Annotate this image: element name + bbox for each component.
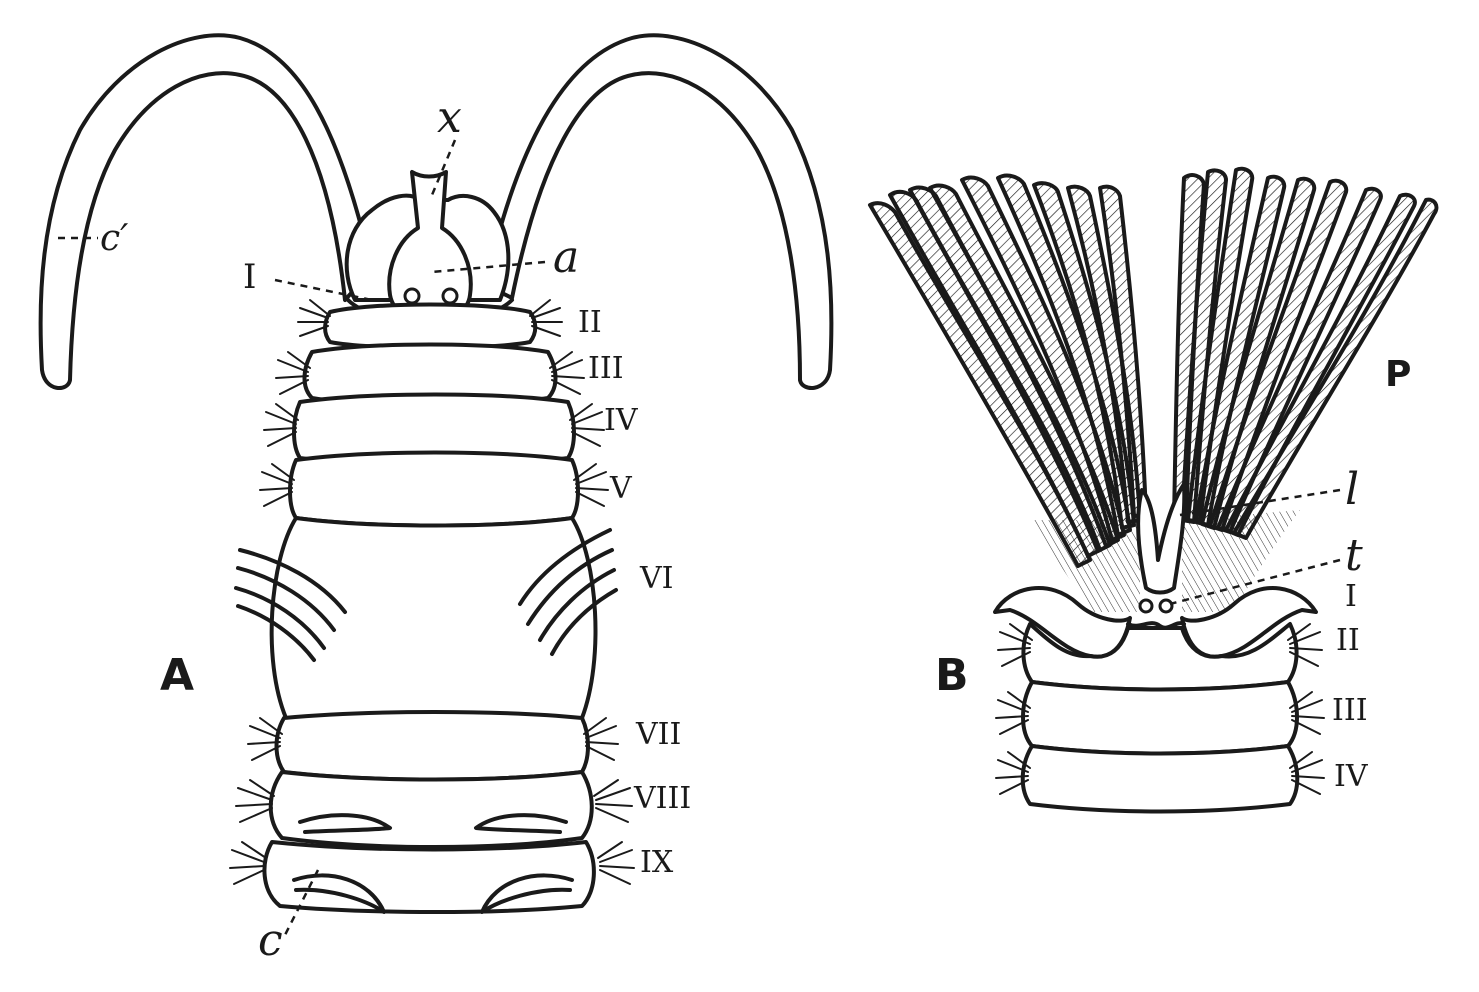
- label-segment-ix: IX: [640, 845, 674, 880]
- segment-b-1-collar-left: [993, 586, 1132, 659]
- gill-crown-left: [868, 173, 1148, 568]
- bristles-right: [529, 299, 635, 885]
- left-antenna: [38, 33, 374, 390]
- label-segment-i: I: [243, 257, 256, 297]
- label-segment-iv: IV: [604, 403, 639, 438]
- label-segment-vi: VI: [639, 561, 674, 596]
- hook-9-right: [480, 873, 574, 914]
- segment-2: [323, 302, 538, 350]
- leader-l: [1179, 488, 1341, 517]
- figure-a: x a c′ c A I II III IV V VI VII VIII IX: [38, 33, 834, 966]
- bristles-left: [229, 299, 331, 885]
- segment-b-1-collar-right: [1180, 586, 1318, 659]
- segment-b-3: [1021, 680, 1299, 756]
- label-p: P: [1385, 354, 1411, 395]
- label-b-segment-iii: III: [1332, 693, 1368, 728]
- segment-8: [268, 770, 594, 849]
- segment-7: [274, 710, 590, 782]
- eye-b-left: [1138, 598, 1154, 614]
- eye-left: [403, 287, 421, 305]
- gill-crown-right: [1172, 166, 1439, 540]
- leader-x: [430, 139, 457, 196]
- label-panel-a: A: [160, 650, 194, 701]
- label-segment-iii: III: [588, 351, 624, 386]
- label-c-prime: c′: [100, 218, 128, 259]
- eye-right: [441, 287, 459, 305]
- label-panel-b: B: [935, 650, 969, 701]
- label-t: t: [1345, 530, 1363, 581]
- label-segment-ii: II: [578, 305, 602, 340]
- label-l: l: [1345, 464, 1359, 515]
- label-segment-viii: VIII: [633, 781, 691, 816]
- leader-a: [431, 260, 546, 274]
- setae-6-left: [234, 548, 347, 662]
- segment-5: [288, 450, 580, 528]
- setae-6-right: [518, 528, 618, 656]
- label-c: c: [258, 915, 283, 966]
- hook-8-right: [474, 813, 568, 834]
- segment-b-4: [1020, 744, 1300, 814]
- label-b-segment-i: I: [1345, 579, 1357, 614]
- label-segment-v: V: [609, 471, 633, 506]
- segment-6: [269, 516, 598, 726]
- label-segment-vii: VII: [635, 717, 681, 752]
- bristles-b-right: [1287, 623, 1325, 795]
- label-b-segment-iv: IV: [1334, 759, 1369, 794]
- hook-9-left: [292, 873, 386, 914]
- leader-t: [1169, 558, 1341, 606]
- figure-b: P l t B I II III IV: [868, 166, 1439, 814]
- central-process-l: [1136, 482, 1187, 595]
- right-antenna: [484, 33, 834, 390]
- label-b-segment-ii: II: [1336, 623, 1360, 658]
- crown-base-right: [1182, 510, 1300, 612]
- eye-b-right: [1158, 598, 1174, 614]
- hook-8-left: [298, 813, 392, 834]
- leader-segment-1: [274, 278, 373, 302]
- label-a: a: [553, 232, 579, 283]
- label-x: x: [437, 92, 462, 143]
- bristles-b-left: [995, 623, 1033, 795]
